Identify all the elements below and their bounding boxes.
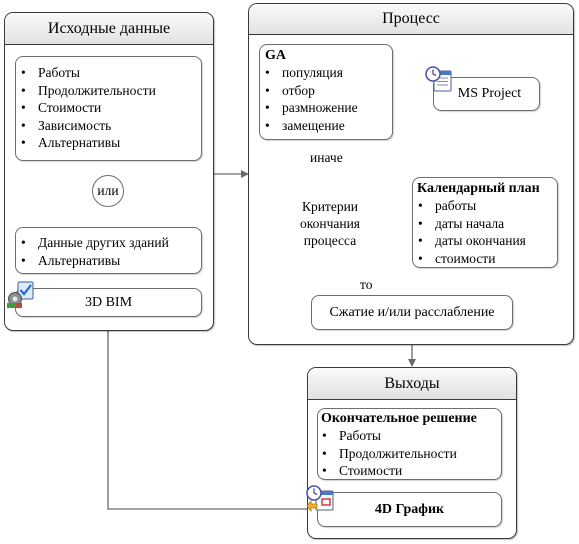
other-buildings-list: Данные других зданий Альтернативы [18,234,201,269]
msproject-label: MS Project [457,86,522,101]
criteria-text: Критерии окончания процесса [280,198,380,249]
then-label: то [358,277,375,292]
criteria-line: Критерии [301,199,359,214]
list-item: замещение [262,117,392,135]
list-item: Зависимость [18,117,201,135]
calendar-clock-icon [425,66,452,92]
graph-label: 4D График [374,501,445,517]
schedule-title: Календарный план [417,181,540,196]
output-panel-title: Выходы [384,375,440,392]
list-item: Альтернативы [18,252,201,270]
arrow-bim-to-graph [107,316,318,513]
list-item: Стоимости [18,99,201,117]
graph-box[interactable]: 4D График [317,492,502,527]
process-panel-header: Процесс [249,4,573,35]
source-data-list: Работы Продолжительности Стоимости Завис… [18,64,201,152]
compress-label: Сжатие и/или расслабление [329,304,495,320]
criteria-line: процесса [303,233,357,248]
other-buildings-box: Данные других зданий Альтернативы [15,227,202,274]
list-item: размножение [262,99,392,117]
list-item: Продолжительности [319,445,501,463]
source-data-box: Работы Продолжительности Стоимости Завис… [15,56,202,161]
ga-title: GA [265,48,286,63]
final-solution-list: Работы Продолжительности Стоимости [319,427,501,480]
bim-box[interactable]: 3D BIM [15,288,202,317]
bim-label: 3D BIM [84,294,133,310]
list-item: работы [415,197,557,215]
compress-box[interactable]: Сжатие и/или расслабление [311,295,513,330]
gantt-clock-icon [306,485,334,513]
list-item: Стоимости [319,462,501,480]
list-item: даты окончания [415,232,557,250]
schedule-list: работы даты начала даты окончания стоимо… [415,197,557,267]
list-item: Работы [18,64,201,82]
list-item: Данные других зданий [18,234,201,252]
input-panel-header: Исходные данные [5,13,213,45]
ga-list: популяция отбор размножение замещение [262,64,392,134]
input-panel-title: Исходные данные [47,20,171,37]
criteria-line: окончания [299,216,361,231]
or-circle: или [92,175,124,207]
list-item: Альтернативы [18,134,201,152]
final-solution-title: Окончательное решение [321,411,477,426]
process-panel-title: Процесс [382,10,440,27]
else-label: иначе [308,150,345,165]
list-item: Продолжительности [18,82,201,100]
schedule-box: Календарный план работы даты начала даты… [412,177,558,268]
or-label: или [97,183,119,198]
list-item: даты начала [415,215,557,233]
list-item: отбор [262,82,392,100]
list-item: популяция [262,64,392,82]
final-solution-box: Окончательное решение Работы Продолжител… [317,408,502,480]
bim-tool-icon [7,281,34,308]
output-panel-header: Выходы [308,368,516,400]
list-item: стоимости [415,250,557,268]
ga-box: GA популяция отбор размножение замещение [259,44,393,140]
list-item: Работы [319,427,501,445]
